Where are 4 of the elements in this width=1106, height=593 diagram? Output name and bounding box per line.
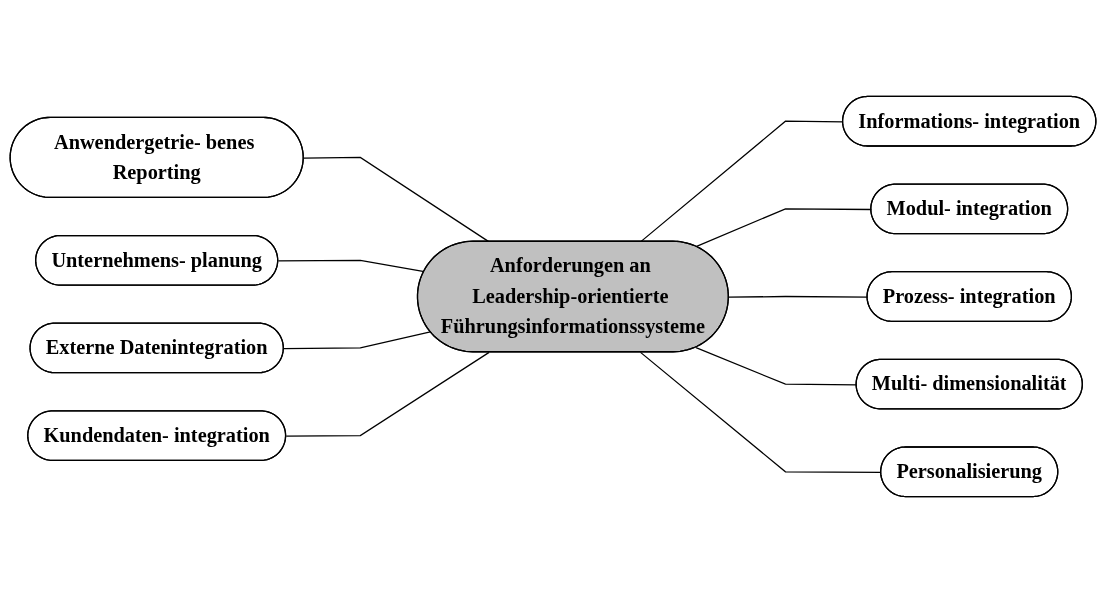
connector (277, 259, 425, 273)
connector (285, 351, 490, 437)
connector (303, 156, 490, 243)
connector (283, 331, 431, 350)
